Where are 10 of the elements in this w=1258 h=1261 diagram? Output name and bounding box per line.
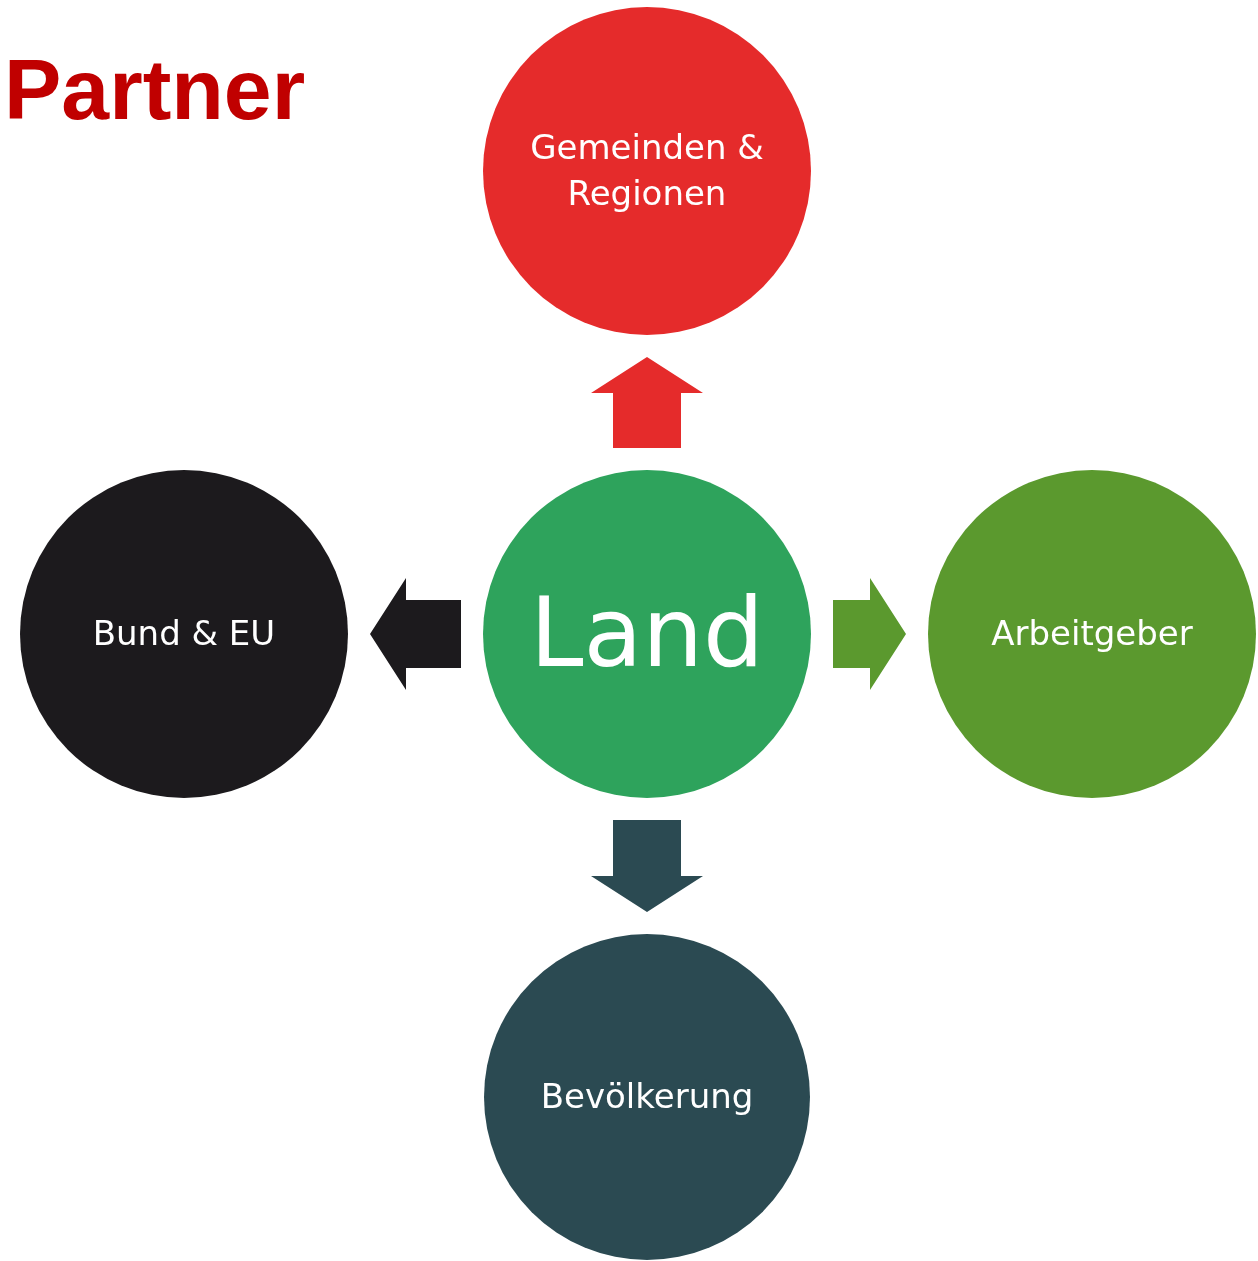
- node-label: Land: [529, 576, 765, 692]
- block-arrow: [591, 820, 703, 912]
- node-label: Bevölkerung: [540, 1075, 754, 1119]
- node-label: Bund & EU: [92, 612, 276, 656]
- node-label: Gemeinden & Regionen: [529, 126, 765, 215]
- node-label: Arbeitgeber: [991, 612, 1193, 656]
- block-arrow: [833, 578, 906, 690]
- block-arrow: [591, 357, 703, 448]
- title: Partner: [4, 40, 306, 139]
- block-arrow: [370, 578, 461, 690]
